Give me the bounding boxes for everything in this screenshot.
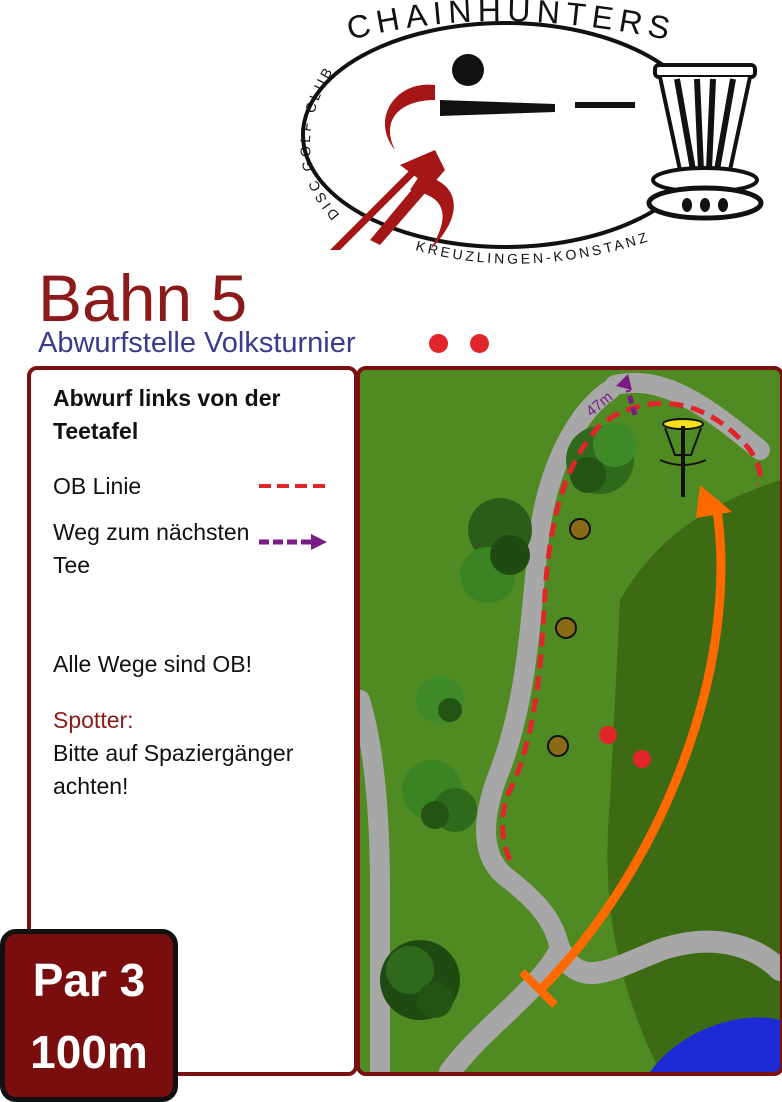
tree-icon — [416, 676, 464, 724]
rough-area — [607, 480, 780, 1072]
tee-marker-dot — [633, 750, 651, 768]
flight-path — [536, 509, 726, 994]
legend-all-paths-ob: Alle Wege sind OB! — [53, 651, 253, 677]
next-tee-path-sample — [259, 534, 327, 550]
tee-box — [519, 969, 558, 1008]
flight-path-arrow-icon — [696, 485, 732, 518]
tee-marker-dot — [599, 726, 617, 744]
legend-path-label: Weg zum nächsten Tee — [53, 519, 250, 578]
hole-distance: 100m — [30, 1026, 148, 1078]
legend-spotter-text: Bitte auf Spaziergänger achten! — [53, 740, 294, 799]
next-tee-arrow-icon — [616, 374, 632, 390]
next-tee-path — [625, 389, 638, 416]
tee-marker-dot — [470, 334, 489, 353]
ob-line — [500, 400, 763, 862]
legend-heading: Abwurf links von der Teetafel — [53, 385, 281, 444]
tree-icon — [460, 498, 532, 603]
walking-paths — [360, 372, 780, 1072]
club-logo: CHAINHUNTERS DISC GOLF CLUB KREUZLINGEN-… — [270, 0, 780, 270]
hole-map: 47m — [356, 366, 782, 1076]
obstacle-marker — [569, 518, 591, 540]
water-area — [650, 1017, 780, 1072]
par-box: Par 3 100m — [0, 929, 178, 1102]
tree-icon — [380, 940, 460, 1020]
hole-subtitle: Abwurfstelle Volksturnier — [38, 327, 356, 359]
obstacle-marker — [547, 735, 569, 757]
ob-line-sample — [259, 484, 331, 488]
tree-icon — [402, 760, 477, 832]
legend-ob-label: OB Linie — [53, 473, 142, 499]
obstacle-marker — [555, 617, 577, 639]
legend-spotter-label: Spotter: — [53, 707, 134, 733]
par-label: Par 3 — [32, 954, 146, 1006]
tee-marker-dot — [429, 334, 448, 353]
hole-title: Bahn 5 — [38, 261, 248, 335]
basket-icon — [659, 418, 707, 497]
